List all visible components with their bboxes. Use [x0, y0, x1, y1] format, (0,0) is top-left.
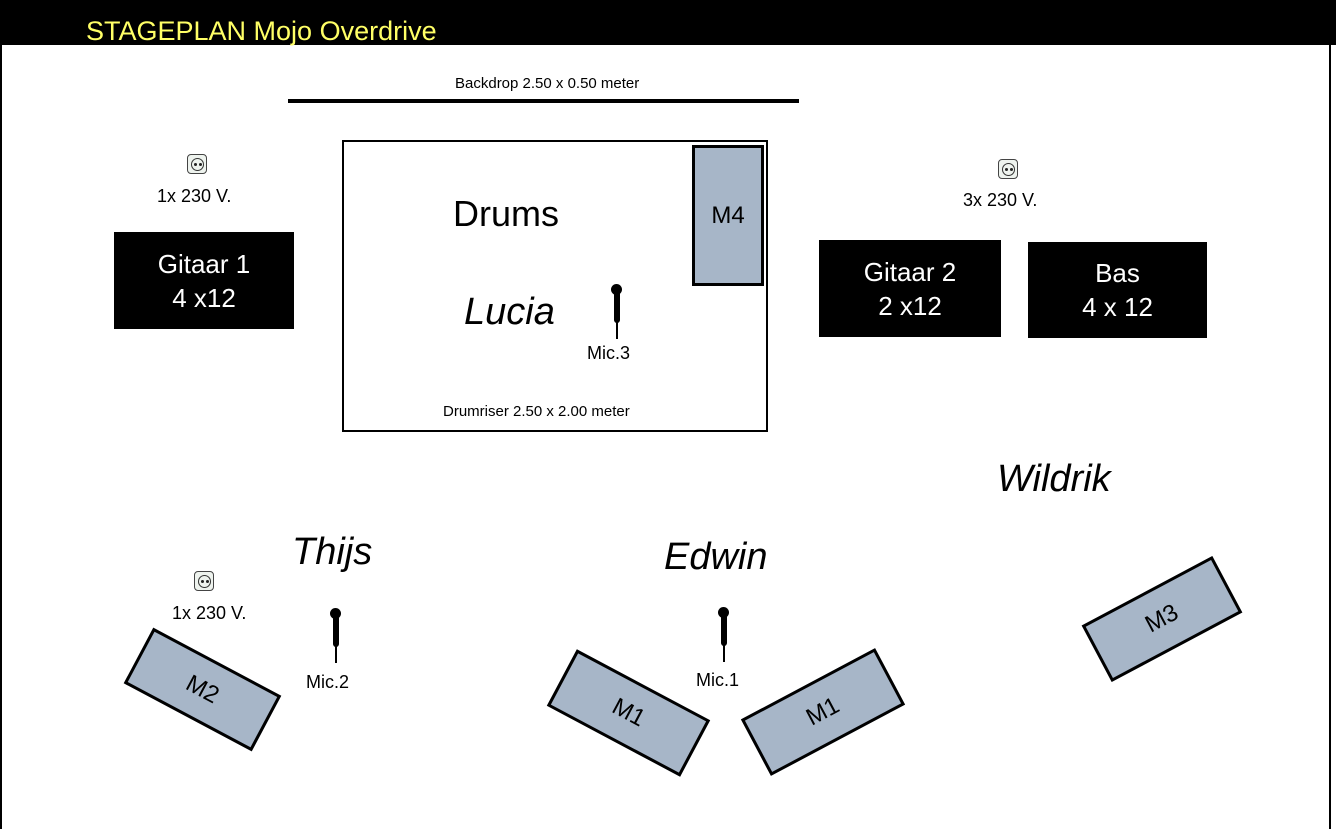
- monitor-m1-right: M1: [740, 648, 906, 776]
- player-name-lucia: Lucia: [464, 291, 555, 333]
- microphone-icon: [717, 607, 731, 663]
- drumriser: [342, 140, 768, 432]
- player-name-edwin: Edwin: [664, 536, 768, 578]
- player-name-wildrik: Wildrik: [997, 458, 1111, 500]
- page-title: STAGEPLAN Mojo Overdrive: [86, 16, 437, 46]
- drumriser-label: Drumriser 2.50 x 2.00 meter: [443, 403, 630, 420]
- frame-right-border: [1329, 45, 1331, 829]
- title-bar: STAGEPLAN Mojo Overdrive: [0, 0, 1336, 46]
- amp-gitaar-2-name: Gitaar 2: [863, 256, 957, 287]
- amp-gitaar-1-cab: 4 x12: [172, 282, 236, 313]
- drums-label: Drums: [453, 193, 559, 234]
- mic-3-label: Mic.3: [587, 343, 631, 363]
- monitor-m2: M2: [123, 627, 282, 752]
- monitor-m3: M3: [1081, 556, 1243, 682]
- amp-gitaar-1: Gitaar 1 4 x12: [114, 232, 294, 329]
- frame-left-border: [0, 45, 2, 829]
- amp-gitaar-2-cab: 2 x12: [878, 290, 942, 321]
- backdrop-label: Backdrop 2.50 x 0.50 meter: [455, 75, 640, 92]
- amp-gitaar-2: Gitaar 2 2 x12: [819, 240, 1001, 337]
- amp-bas-name: Bas: [1095, 258, 1140, 288]
- power-label-right: 3x 230 V.: [963, 190, 1038, 210]
- monitor-m1-left: M1: [546, 649, 711, 777]
- amp-bas: Bas 4 x 12: [1028, 242, 1207, 338]
- amp-bas-cab: 4 x 12: [1082, 292, 1153, 322]
- microphone-icon: [610, 284, 624, 340]
- power-socket-icon: [194, 571, 214, 591]
- power-socket-icon: [187, 154, 207, 174]
- monitor-m4: M4: [692, 145, 764, 286]
- amp-gitaar-1-name: Gitaar 1: [157, 248, 251, 279]
- power-socket-icon: [998, 159, 1018, 179]
- player-name-thijs: Thijs: [292, 531, 373, 573]
- power-label-left: 1x 230 V.: [157, 186, 232, 206]
- power-label-bottom-left: 1x 230 V.: [172, 603, 247, 623]
- microphone-icon: [329, 608, 343, 664]
- backdrop-line: [288, 99, 799, 103]
- mic-1-label: Mic.1: [696, 670, 740, 690]
- mic-2-label: Mic.2: [306, 672, 350, 692]
